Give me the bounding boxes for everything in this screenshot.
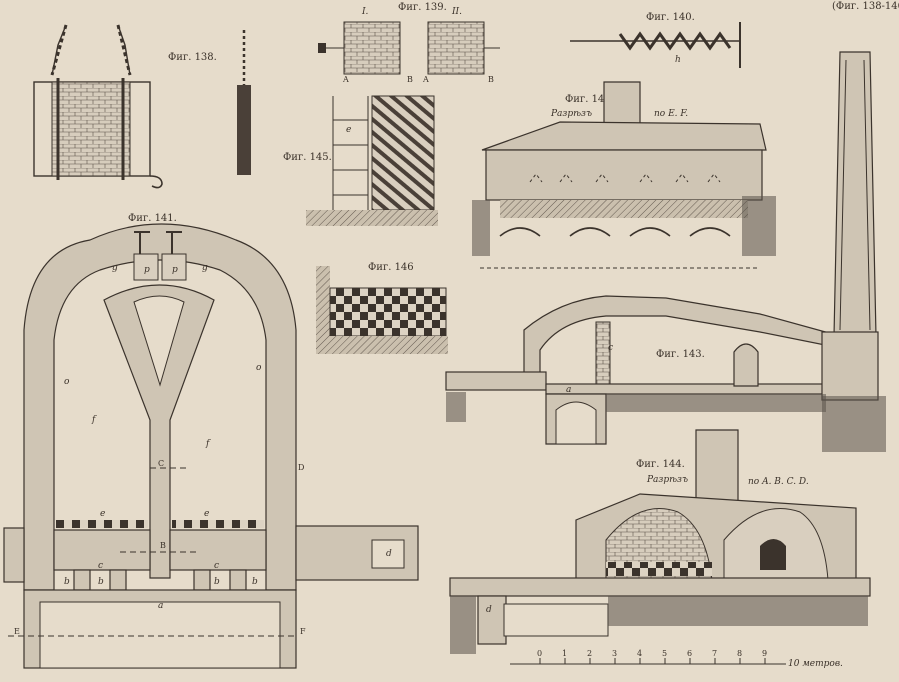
fig139-letter-A2: A: [422, 75, 429, 84]
figure-139-label-II: II.: [451, 7, 462, 17]
fig141-letter-g-right: g: [202, 263, 208, 273]
fig143-letter-c: c: [608, 343, 613, 353]
figure-143-chimney: [833, 51, 877, 337]
scale-bar: 0 1 2 3 4 5 6 7 8 9 10 метров.: [510, 649, 843, 669]
scale-tick-label: 7: [712, 649, 717, 658]
scale-tick-label: 2: [587, 649, 592, 658]
scale-tick-label: 5: [662, 649, 667, 658]
scale-ticks: 0 1 2 3 4 5 6 7 8 9: [537, 649, 767, 664]
figure-144-section-abcd: Фиг. 144. Разрѣзъ по A. B. C. D. d: [449, 429, 871, 654]
figure-138-kiln-basket: Фиг. 138.: [33, 24, 251, 189]
figure-143-longitudinal-section: Фиг. 143. c a: [445, 295, 886, 452]
figure-144-caption: Фиг. 144.: [636, 459, 685, 470]
fig141-letter-D: D: [298, 463, 304, 472]
fig141-letter-b-4: b: [252, 577, 258, 587]
fig141-letter-p-left: p: [144, 265, 150, 275]
figure-145-brick-stack: Фиг. 145. e: [283, 95, 438, 226]
figure-146-brick-pattern: Фиг. 146: [316, 262, 448, 354]
fig145-letter-e: e: [346, 125, 351, 135]
fig141-letter-c-left: c: [98, 561, 103, 571]
fig141-letter-B: B: [160, 541, 166, 550]
figure-144-cut-label: Разрѣзъ: [646, 475, 688, 485]
scale-tick-label: 0: [537, 649, 542, 658]
scale-tick-label: 4: [637, 649, 642, 658]
fig141-letter-c-right: c: [214, 561, 219, 571]
fig141-letter-e-right: e: [204, 509, 209, 519]
fig141-letter-f-left: f: [91, 415, 97, 425]
fig141-letter-b-2: b: [98, 577, 104, 587]
sheet-reference: (Фиг. 138-146: [832, 1, 899, 12]
fig144-letter-d: d: [486, 605, 492, 615]
fig141-letter-o-right: o: [256, 363, 262, 373]
fig141-letter-b-1: b: [64, 577, 70, 587]
figure-138-caption: Фиг. 138.: [168, 52, 217, 63]
figure-142-section-ef: Фиг. 142. Разрѣзъ по E. F.: [472, 81, 776, 269]
figure-144-by-label: по A. B. C. D.: [748, 477, 809, 487]
fig141-letter-p-right: p: [172, 265, 178, 275]
scale-tick-label: 3: [612, 649, 617, 658]
scale-tick-label: 8: [737, 649, 742, 658]
fig139-letter-B2: B: [488, 75, 494, 84]
fig141-letter-F: F: [300, 627, 306, 636]
fig141-letter-e-left: e: [100, 509, 105, 519]
figure-146-caption: Фиг. 146: [368, 262, 414, 273]
fig141-letter-g-left: g: [112, 263, 118, 273]
figure-142-caption: Фиг. 142.: [565, 94, 614, 105]
figure-139-grates: Фиг. 139. I. II. A B A B: [318, 2, 500, 84]
figure-142-by-label: по E. F.: [654, 109, 688, 119]
figure-140-tool: Фиг. 140. h: [570, 12, 741, 68]
figure-141-caption: Фиг. 141.: [128, 213, 177, 224]
fig139-letter-B: B: [407, 75, 413, 84]
scale-tick-label: 9: [762, 649, 767, 658]
fig140-letter-h: h: [675, 55, 681, 65]
figure-141-kiln-plan: Фиг. 141. g g p p o o f: [3, 213, 419, 669]
fig141-letter-d: d: [386, 549, 392, 559]
figure-145-caption: Фиг. 145.: [283, 152, 332, 163]
fig141-letter-f-right: f: [205, 439, 211, 449]
fig141-letter-E: E: [14, 627, 20, 636]
figure-139-label-I: I.: [361, 7, 369, 17]
fig139-letter-A: A: [342, 75, 349, 84]
figure-140-caption: Фиг. 140.: [646, 12, 695, 23]
fig143-letter-a: a: [566, 385, 571, 395]
figure-142-cut-label: Разрѣзъ: [550, 109, 592, 119]
scale-label: 10 метров.: [788, 659, 843, 669]
fig141-letter-C: C: [158, 459, 164, 468]
scale-tick-label: 6: [687, 649, 692, 658]
fig141-letter-b-3: b: [214, 577, 220, 587]
figure-143-caption: Фиг. 143.: [656, 349, 705, 360]
fig141-letter-o-left: o: [64, 377, 70, 387]
fig141-letter-a: a: [158, 601, 163, 611]
scale-tick-label: 1: [562, 649, 567, 658]
figure-139-caption: Фиг. 139.: [398, 2, 447, 13]
